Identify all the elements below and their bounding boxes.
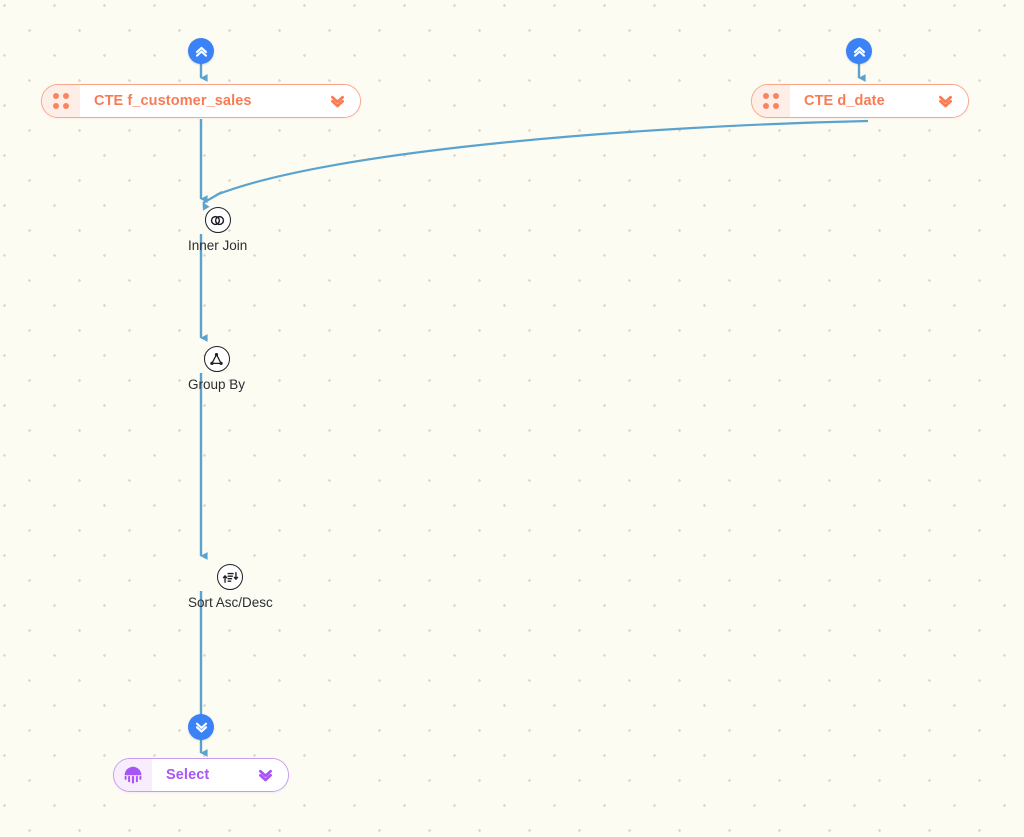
group-nodes-icon <box>210 352 223 365</box>
expand-node-button[interactable] <box>257 767 274 784</box>
edge-date-to-join <box>215 119 869 197</box>
double-chevron-down-icon <box>195 722 207 733</box>
node-body[interactable]: Select <box>152 759 288 791</box>
double-chevron-up-icon <box>853 46 865 57</box>
double-chevron-up-icon <box>195 46 207 57</box>
operation-icon-button[interactable] <box>203 346 230 372</box>
node-cte-f-customer-sales[interactable]: CTE f_customer_sales <box>41 84 361 118</box>
node-select[interactable]: Select <box>113 758 289 792</box>
drag-dots-icon <box>53 93 69 109</box>
node-title: CTE d_date <box>804 93 885 109</box>
jellyfish-icon <box>124 766 142 784</box>
operation-sort-asc-desc[interactable]: Sort Asc/Desc <box>188 564 273 610</box>
operation-icon-button[interactable] <box>204 207 231 233</box>
venn-join-icon <box>210 215 225 225</box>
operation-inner-join[interactable]: Inner Join <box>188 207 247 253</box>
collapse-upstream-badge-left[interactable] <box>188 38 214 64</box>
double-chevron-down-icon <box>331 95 344 107</box>
operation-label: Sort Asc/Desc <box>188 595 273 610</box>
double-chevron-down-icon <box>939 95 952 107</box>
sort-asc-desc-icon <box>222 571 239 583</box>
expand-downstream-badge[interactable] <box>188 714 214 740</box>
expand-node-button[interactable] <box>329 93 346 110</box>
edge-date-to-join-tip <box>202 191 223 211</box>
select-node-handle[interactable] <box>114 759 152 791</box>
node-cte-d-date[interactable]: CTE d_date <box>751 84 969 118</box>
node-title: CTE f_customer_sales <box>94 93 252 109</box>
drag-dots-icon <box>763 93 779 109</box>
operation-group-by[interactable]: Group By <box>188 346 245 392</box>
collapse-upstream-badge-right[interactable] <box>846 38 872 64</box>
node-body[interactable]: CTE f_customer_sales <box>80 85 360 117</box>
operation-icon-button[interactable] <box>217 564 244 590</box>
expand-node-button[interactable] <box>937 93 954 110</box>
node-title: Select <box>166 767 210 783</box>
double-chevron-down-icon <box>259 769 272 781</box>
node-body[interactable]: CTE d_date <box>790 85 968 117</box>
drag-handle[interactable] <box>42 85 80 117</box>
operation-label: Group By <box>188 377 246 392</box>
drag-handle[interactable] <box>752 85 790 117</box>
operation-label: Inner Join <box>188 238 248 253</box>
